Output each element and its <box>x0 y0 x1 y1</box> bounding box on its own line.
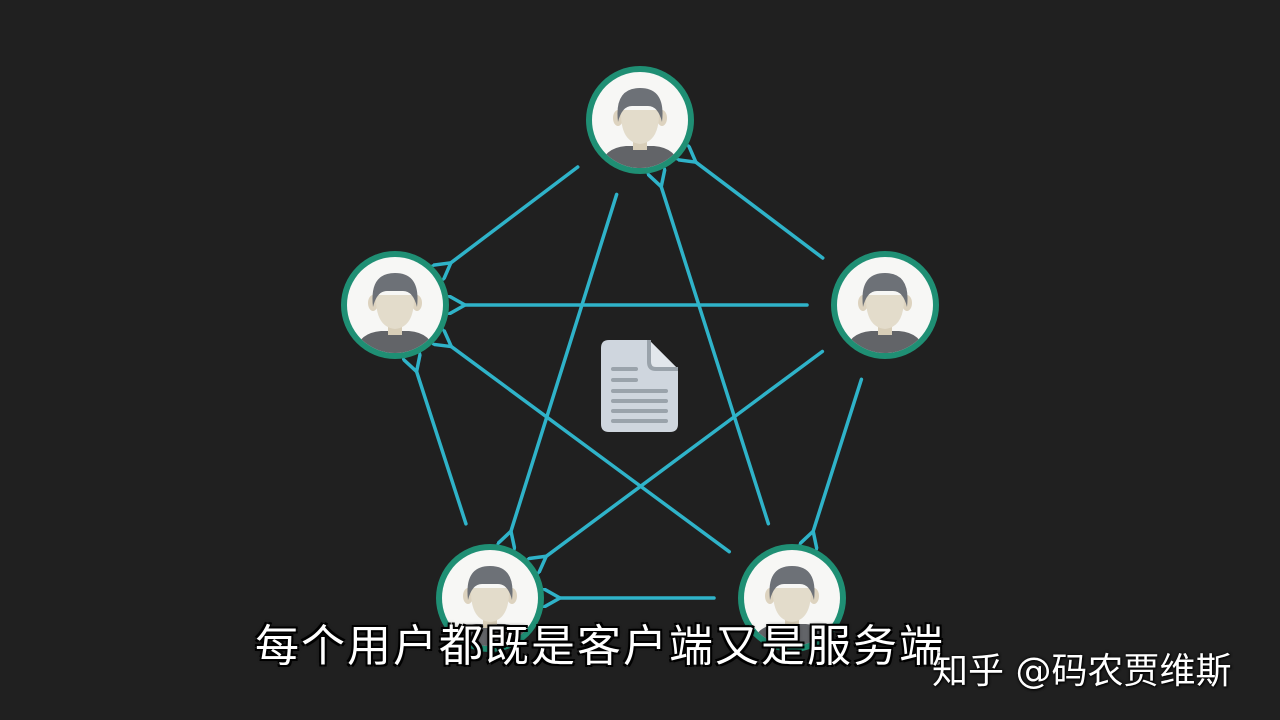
arrow-top-to-left <box>451 165 580 263</box>
watermark: 知乎 @码农贾维斯 <box>932 651 1232 692</box>
subtitle-caption: 每个用户都既是客户端又是服务端 <box>255 621 945 672</box>
arrow-top-to-bottom-left <box>511 192 619 531</box>
arrow-right-to-bottom-left <box>546 349 825 556</box>
arrow-bottom-right-to-left <box>451 347 731 554</box>
document-icon <box>601 340 678 432</box>
arrow-right-to-bottom-right <box>813 377 864 531</box>
arrow-bottom-left-to-left <box>417 372 468 526</box>
arrow-right-to-top <box>696 162 825 260</box>
user-avatar-icon-left <box>341 251 449 359</box>
arrow-bottom-right-to-top <box>661 187 771 526</box>
user-avatar-icon-right <box>831 251 939 359</box>
user-avatar-icon-top <box>586 66 694 174</box>
